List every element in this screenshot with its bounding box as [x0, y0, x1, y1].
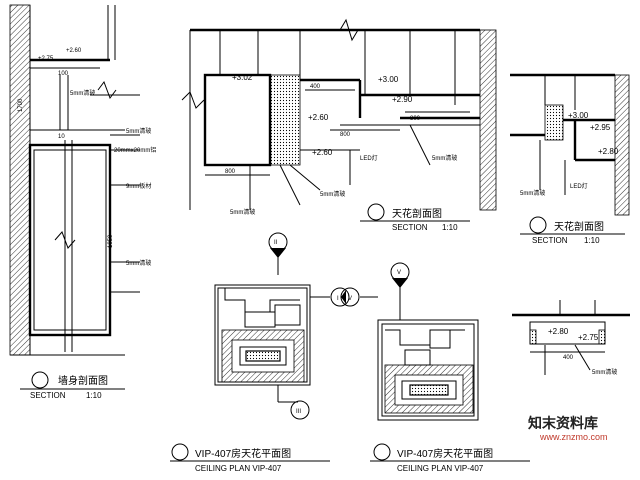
note-a: 5mm清玻 — [520, 189, 545, 197]
dim-a: 100 — [58, 71, 69, 77]
dim-c: 1050 — [108, 234, 114, 248]
dim-b: 800 — [225, 169, 236, 175]
elev-a: +3.02 — [232, 73, 253, 82]
section3-scale: 1:10 — [584, 236, 600, 245]
section1-scale: 1:10 — [86, 391, 102, 400]
section-marker-icon — [529, 216, 547, 234]
watermark-text: 知末资料库 — [528, 415, 598, 431]
grille-icon — [409, 384, 449, 396]
watermark: 知末资料库 www.znzmo.com — [520, 408, 638, 442]
marker-m3: I — [337, 296, 339, 302]
elev-d: +2.60 — [308, 113, 329, 122]
marker-m1: II — [274, 240, 278, 246]
wall-section: +2.75 +2.60 100 1700 1050 10 5mm清玻 5mm清玻… — [9, 4, 156, 400]
ceiling-plan-1: II I III VIP-407房天花平面图 CEILING PLAN VIP-… — [170, 232, 350, 473]
ceiling-plan-2: V V VIP-407房天花平面图 CEILING PLAN VIP-407 — [340, 262, 530, 473]
dim-c: 800 — [340, 132, 351, 138]
section-marker-icon — [171, 443, 189, 461]
note-b: 5mm清玻 — [230, 208, 255, 216]
plan1-subtitle: CEILING PLAN VIP-407 — [195, 464, 282, 473]
section-marker-icon — [31, 371, 49, 389]
elev-e: +2.60 — [312, 148, 333, 157]
note-e: 5mm清玻 — [126, 259, 151, 267]
marker-m4: III — [296, 409, 301, 415]
elev-a: +2.80 — [548, 327, 569, 336]
ceiling-box — [203, 73, 272, 167]
note-c: 20mmx20mm铝 — [114, 146, 156, 154]
note-a: 5mm清玻 — [432, 154, 457, 162]
ceiling-section-4: +2.80 +2.75 400 5mm清玻 — [512, 300, 630, 376]
elev-a: +2.75 — [38, 56, 54, 62]
note-a: 5mm清玻 — [70, 89, 95, 97]
section3-label: SECTION — [532, 236, 568, 245]
plan2-subtitle: CEILING PLAN VIP-407 — [397, 464, 484, 473]
note-d: 9mm板材 — [126, 182, 151, 190]
dim-a: 400 — [563, 355, 574, 361]
dim-a: 400 — [310, 84, 321, 90]
watermark-url: www.znzmo.com — [539, 432, 608, 442]
plan1-title: VIP-407房天花平面图 — [195, 447, 291, 460]
note-a: 5mm清玻 — [592, 368, 617, 376]
elev-b: +3.00 — [378, 75, 399, 84]
section1-label: SECTION — [30, 391, 66, 400]
marker-m5: V — [348, 296, 352, 302]
section3-title: 天花剖面图 — [554, 220, 604, 233]
section2-title: 天花剖面图 — [392, 207, 442, 220]
note-b: 5mm清玻 — [126, 127, 151, 135]
marker-m2: V — [397, 270, 401, 276]
wall-hatch — [9, 4, 31, 356]
elev-c: +2.90 — [392, 95, 413, 104]
dim-d: 10 — [58, 134, 65, 140]
dim-d: 800 — [410, 116, 421, 122]
grille-icon — [245, 350, 281, 362]
elev-a: +3.00 — [568, 111, 589, 120]
section2-label: SECTION — [392, 223, 428, 232]
section2-scale: 1:10 — [442, 223, 458, 232]
led-label: LED灯 — [360, 154, 378, 162]
elev-b: +2.75 — [578, 333, 599, 342]
note-c: 5mm清玻 — [320, 190, 345, 198]
elev-b: +2.60 — [66, 48, 82, 54]
ceiling-section-3: +3.00 +2.95 +2.80 LED灯 5mm清玻 天花剖面图 SECTI… — [510, 73, 630, 245]
section1-title: 墙身剖面图 — [58, 374, 108, 387]
led-label: LED灯 — [570, 182, 588, 190]
plan2-title: VIP-407房天花平面图 — [397, 447, 493, 460]
section-marker-icon — [373, 443, 391, 461]
ceiling-section-2: +3.02 +3.00 +2.90 +2.60 +2.60 400 800 80… — [181, 18, 497, 232]
elev-b: +2.95 — [590, 123, 611, 132]
wall-panel — [28, 143, 112, 337]
section-marker-icon — [367, 203, 385, 221]
elev-c: +2.80 — [598, 147, 619, 156]
dim-b: 1700 — [18, 98, 24, 112]
ceiling-box-3 — [544, 104, 564, 141]
